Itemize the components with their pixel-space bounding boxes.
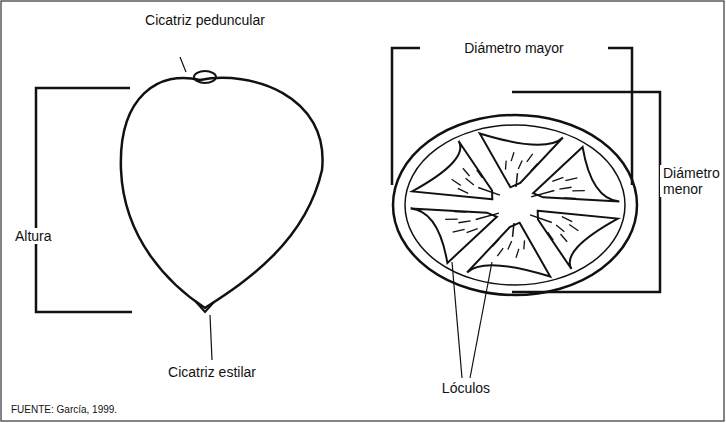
fruit-outline xyxy=(121,78,323,308)
locule xyxy=(412,141,492,199)
height-bracket xyxy=(36,88,132,312)
seed xyxy=(516,249,519,258)
seed xyxy=(559,187,571,189)
seed xyxy=(523,240,525,249)
seed xyxy=(552,177,563,181)
seed xyxy=(466,178,474,185)
locules-label: Lóculos xyxy=(439,380,493,396)
seed xyxy=(565,178,577,181)
placenta xyxy=(476,213,499,219)
minor-diameter-bracket xyxy=(512,92,660,292)
stylar-scar xyxy=(196,302,214,312)
seed xyxy=(458,221,470,223)
locule xyxy=(467,223,550,277)
seed xyxy=(452,179,461,185)
source-note: FUENTE: García, 1999. xyxy=(8,404,120,416)
seed xyxy=(458,188,468,193)
placenta xyxy=(531,191,554,197)
seed xyxy=(492,239,499,247)
stem-scar-label: Cicatriz peduncular xyxy=(142,12,268,28)
placenta xyxy=(516,173,517,187)
seed xyxy=(527,154,533,162)
seed xyxy=(445,218,458,220)
seed xyxy=(569,225,578,231)
leader-line xyxy=(180,57,186,72)
stem-scar xyxy=(194,71,216,83)
seed xyxy=(505,161,507,170)
seed xyxy=(508,241,512,250)
seed xyxy=(548,232,554,240)
leader-line xyxy=(210,315,212,360)
locule xyxy=(538,211,618,269)
placenta xyxy=(530,215,552,223)
seed xyxy=(564,197,576,199)
seed xyxy=(518,161,522,170)
height-label: Altura xyxy=(12,228,55,244)
locules xyxy=(411,133,620,276)
leader-line xyxy=(452,262,462,378)
seed xyxy=(463,168,470,176)
placenta xyxy=(513,223,514,237)
seed xyxy=(497,248,503,256)
stylar-scar-label: Cicatriz estilar xyxy=(165,364,259,380)
leader-line xyxy=(470,262,492,378)
locule xyxy=(480,133,563,187)
seed xyxy=(467,229,478,233)
placenta xyxy=(478,187,500,195)
major-diameter-label: Diámetro mayor xyxy=(461,40,567,56)
seed xyxy=(560,234,567,242)
seed xyxy=(562,217,572,222)
section-outline xyxy=(393,115,637,295)
seed xyxy=(572,190,585,192)
seed xyxy=(453,229,465,232)
major-diameter-bracket xyxy=(392,48,632,185)
seed xyxy=(531,163,538,171)
seed xyxy=(477,170,483,178)
minor-diameter-label: Diámetro menor xyxy=(660,165,722,197)
seed xyxy=(454,211,466,213)
seed xyxy=(511,152,514,161)
seed xyxy=(556,225,564,232)
pericarp-line xyxy=(405,125,625,285)
